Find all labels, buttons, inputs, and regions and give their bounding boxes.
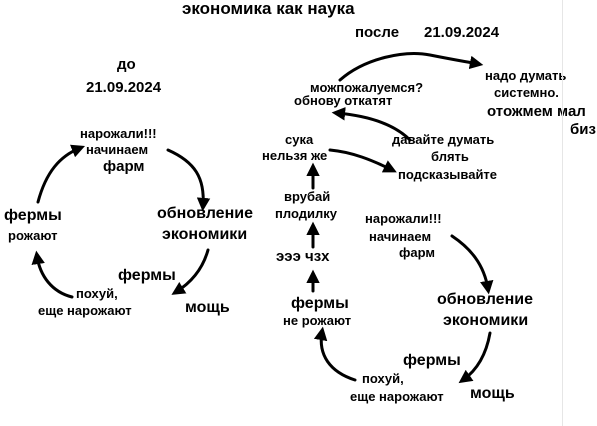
right-eshche-narozhayut: еще нарожают [350, 389, 444, 404]
right-farm: фарм [399, 245, 435, 260]
right-edge-line [562, 0, 563, 426]
right-obnovlenie: обновление [437, 291, 533, 308]
before-label: до [117, 56, 136, 73]
left-moshch: мощь [185, 299, 230, 316]
after-date: 21.09.2024 [424, 24, 500, 41]
right-fermy-nerozhayut-1: фермы [291, 295, 349, 312]
left-nachinaem: начинаем [86, 142, 149, 157]
right-obnovu-otkatyat: обнову откатят [294, 93, 393, 108]
right-nado-dumat: надо думать [485, 68, 567, 83]
right-pohuy: похуй, [362, 371, 404, 386]
arrow-right-pohuy-to-nerozhayut [313, 326, 357, 382]
before-date: 21.09.2024 [86, 79, 162, 96]
right-fermy: фермы [403, 352, 461, 369]
arrow-davayte-to-obnovu [331, 107, 412, 142]
arrow-right-farm-to-update [450, 234, 494, 295]
left-farm: фарм [103, 158, 145, 175]
left-fermy-rozhayut-2: рожают [8, 228, 58, 243]
arrow-left-rozhayut-to-narozhali [36, 144, 86, 204]
right-sistemno: системно. [494, 85, 559, 100]
arrow-left-pohuy-to-rozhayut [31, 250, 74, 299]
right-otozhmem-mal: отожмем мал [487, 103, 586, 120]
left-obnovlenie: обновление [157, 205, 253, 222]
right-nachinaem: начинаем [369, 229, 432, 244]
right-davayte-dumat: давайте думать [392, 132, 495, 147]
right-fermy-nerozhayut-2: не рожают [283, 313, 352, 328]
right-nelzya-zhe: нельзя же [262, 148, 328, 163]
arrow-suka-to-podskazyvayte [328, 148, 397, 173]
right-suka: сука [285, 132, 314, 147]
arrow-left-update-to-fermy [171, 248, 210, 295]
left-eshche-narozhayut: еще нарожают [38, 303, 132, 318]
right-biz: биз [570, 121, 596, 138]
right-mozhpozhaluemsya: можпожалуемся? [310, 80, 424, 95]
arrow-mozh-to-nado [338, 52, 484, 82]
right-ekonomiki: экономики [443, 312, 529, 329]
right-blyat: блять [431, 149, 469, 164]
left-pohuy: похуй, [76, 286, 118, 301]
right-podskazyvayte: подсказывайте [398, 167, 498, 182]
right-vrubay: врубай [284, 189, 331, 204]
right-moshch: мощь [470, 385, 515, 402]
arrow-right-update-to-moshch [458, 331, 492, 384]
arrow-left-farm-to-update [166, 148, 211, 212]
after-label: после [355, 24, 400, 41]
right-narozhali: нарожали!!! [365, 211, 442, 226]
left-ekonomiki: экономики [162, 226, 248, 243]
left-fermy-rozhayut-1: фермы [4, 207, 62, 224]
page-title: экономика как наука [182, 0, 355, 18]
left-narozhali: нарожали!!! [80, 126, 157, 141]
right-plodilku: плодилку [275, 206, 337, 221]
left-fermy: фермы [118, 267, 176, 284]
right-eee-chzh: эээ чзх [276, 248, 330, 265]
